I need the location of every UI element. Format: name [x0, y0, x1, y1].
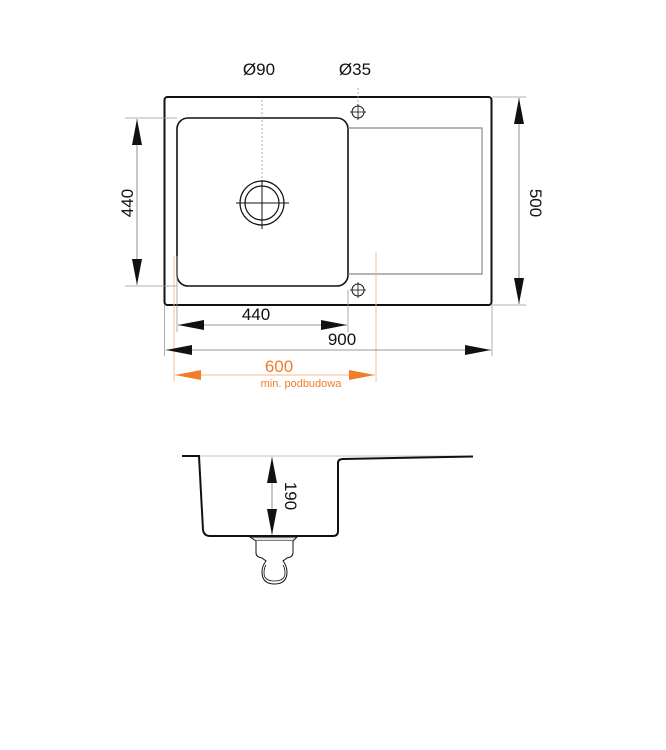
side-view: 190 [182, 455, 474, 585]
drain-icon [236, 180, 289, 229]
bowl-outline [176, 117, 349, 287]
sink-profile [182, 455, 474, 537]
dimension-bowl-width: 440 [178, 305, 347, 330]
svg-text:440: 440 [118, 189, 137, 217]
dimension-bowl-depth: 190 [267, 457, 300, 535]
dimension-bowl-height: 440 [118, 117, 177, 287]
tap-hole-bottom-icon [350, 282, 366, 298]
svg-text:500: 500 [526, 189, 545, 217]
tap-hole-diameter-label: Ø35 [339, 60, 371, 79]
drainboard-outline [348, 127, 483, 275]
svg-text:440: 440 [242, 305, 270, 324]
dimension-min-cabinet: 600 min. podbudowa [175, 357, 375, 390]
svg-text:900: 900 [328, 330, 356, 349]
svg-text:600: 600 [265, 357, 293, 376]
dimension-overall-width: 900 [166, 330, 491, 355]
svg-text:min. podbudowa: min. podbudowa [261, 378, 343, 390]
drain-diameter-label: Ø90 [243, 60, 275, 79]
tap-hole-top-icon [350, 104, 366, 120]
dimension-overall-depth: 500 [492, 96, 545, 306]
top-view: Ø90 Ø35 440 500 440 9 [118, 60, 545, 390]
svg-text:190: 190 [281, 482, 300, 510]
drain-trap-icon [248, 536, 299, 585]
sink-outline [163, 96, 493, 306]
